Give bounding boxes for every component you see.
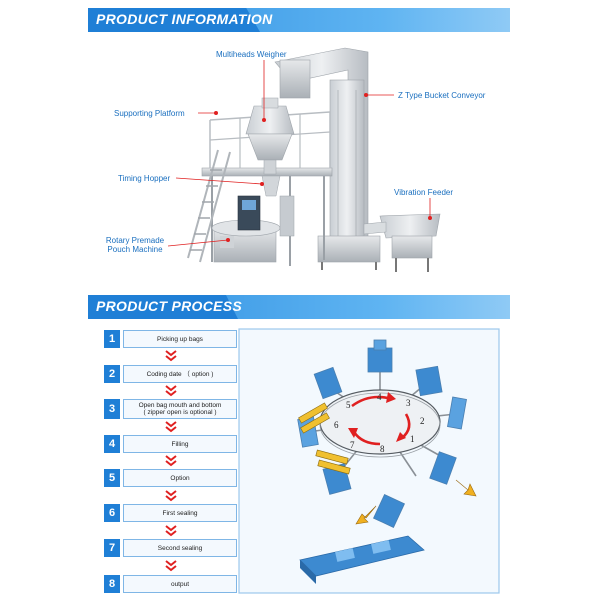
wheel-number-3: 3 — [406, 398, 411, 408]
rotary-process-diagram: 4 3 2 1 8 7 6 5 — [238, 328, 500, 594]
label-z-conveyor: Z Type Bucket Conveyor — [398, 91, 486, 100]
process-step-4: 4 Filling — [104, 435, 237, 453]
step-label: Option — [123, 469, 237, 487]
wheel-number-7: 7 — [350, 440, 355, 450]
process-step-1: 1 Picking up bags — [104, 330, 237, 348]
process-banner-title: PRODUCT PROCESS — [96, 298, 243, 314]
step-number: 2 — [104, 365, 120, 383]
label-multiheads-weigher: Multiheads Weigher — [216, 50, 287, 59]
step-label-line1: Open bag mouth and bottom — [138, 402, 222, 409]
sealing-bars — [298, 402, 351, 475]
chevron-down-icon — [165, 421, 177, 433]
info-banner-title: PRODUCT INFORMATION — [96, 11, 273, 27]
direction-arrows — [355, 479, 477, 525]
chevron-down-icon — [165, 455, 177, 467]
label-timing-hopper: Timing Hopper — [118, 174, 171, 183]
chevron-down-icon — [165, 525, 177, 537]
step-label: Second sealing — [123, 539, 237, 557]
label-supporting-platform: Supporting Platform — [114, 109, 185, 118]
step-label: output — [123, 575, 237, 593]
wheel-number-2: 2 — [420, 416, 425, 426]
process-step-3: 3 Open bag mouth and bottom ( zipper ope… — [104, 399, 237, 419]
step-label: Open bag mouth and bottom ( zipper open … — [123, 399, 237, 419]
chevron-down-icon — [165, 490, 177, 502]
label-rotary-line1: Rotary Premade — [105, 236, 165, 245]
label-rotary-machine: Rotary Premade Pouch Machine — [100, 236, 170, 254]
process-banner: PRODUCT PROCESS — [88, 295, 510, 319]
wheel-number-5: 5 — [346, 400, 351, 410]
info-banner: PRODUCT INFORMATION — [88, 8, 510, 32]
chevron-down-icon — [165, 350, 177, 362]
machine-illustration — [167, 47, 441, 272]
label-vibration-feeder: Vibration Feeder — [394, 188, 453, 197]
chevron-down-icon — [165, 560, 177, 572]
step-number: 7 — [104, 539, 120, 557]
wheel-number-1: 1 — [410, 434, 415, 444]
step-number: 5 — [104, 469, 120, 487]
step-label: Coding date （ option ) — [123, 365, 237, 383]
wheel-number-4: 4 — [377, 392, 382, 402]
process-step-6: 6 First sealing — [104, 504, 237, 522]
step-number: 4 — [104, 435, 120, 453]
step-label: Filling — [123, 435, 237, 453]
wheel-number-6: 6 — [334, 420, 339, 430]
process-step-5: 5 Option — [104, 469, 237, 487]
chevron-down-icon — [165, 385, 177, 397]
step-number: 1 — [104, 330, 120, 348]
step-number: 3 — [104, 399, 120, 419]
process-step-2: 2 Coding date （ option ) — [104, 365, 237, 383]
label-rotary-line2: Pouch Machine — [107, 245, 163, 254]
wheel-numbers: 4 3 2 1 8 7 6 5 — [334, 392, 425, 454]
process-step-7: 7 Second sealing — [104, 539, 237, 557]
step-label: Picking up bags — [123, 330, 237, 348]
wheel-number-8: 8 — [380, 444, 385, 454]
step-label: First sealing — [123, 504, 237, 522]
step-label-line2: ( zipper open is optional ) — [143, 409, 217, 416]
process-step-8: 8 output — [104, 575, 237, 593]
step-number: 8 — [104, 575, 120, 593]
step-number: 6 — [104, 504, 120, 522]
